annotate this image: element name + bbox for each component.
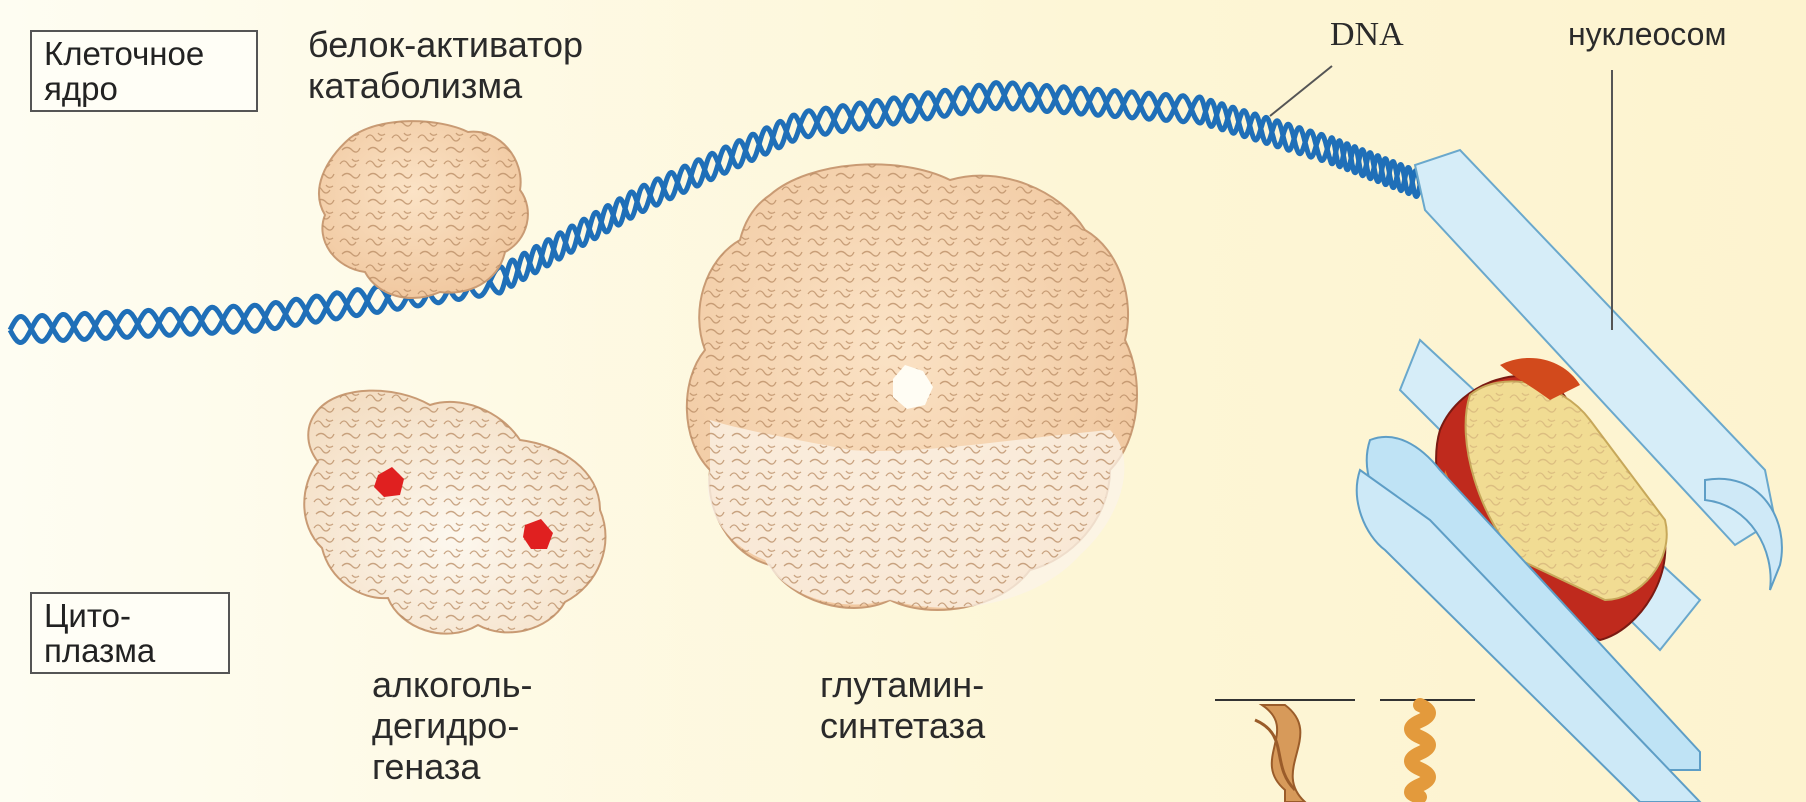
alcohol-dehydrogenase-label: алкоголь- дегидро- геназа (372, 664, 533, 787)
glutamine-synthetase (687, 164, 1137, 610)
nucleosome-label: нуклеосом (1568, 14, 1726, 55)
cytoplasm-region-label: Цито- плазма (30, 592, 230, 674)
glutamine-synthetase-label: глутамин- синтетаза (820, 664, 985, 746)
cap-protein-label: белок-активатор катаболизма (308, 24, 583, 106)
dna-label: DNA (1330, 14, 1404, 55)
nucleus-region-label: Клеточное ядро (30, 30, 258, 112)
